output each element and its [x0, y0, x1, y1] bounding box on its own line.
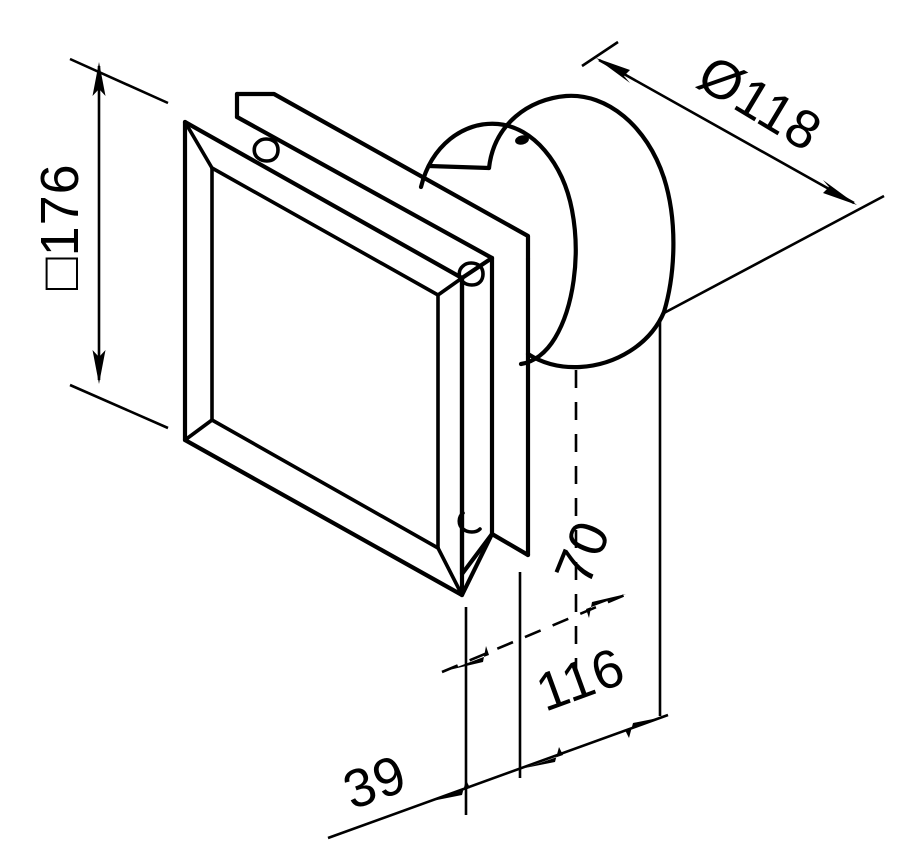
cover-bevel-corner-topleft — [183, 120, 214, 170]
cover-inner-bottom-edge — [210, 418, 440, 550]
fixing-pin-right — [457, 261, 485, 287]
fixing-pin-bottom — [457, 511, 482, 534]
cover-depth-bottom-connector — [459, 531, 495, 598]
arrowhead-39 — [432, 780, 470, 801]
cover-bevel-corner-topright — [436, 276, 464, 297]
duct-rear-top-arc — [486, 93, 667, 181]
arrowhead-118-left — [596, 58, 630, 83]
cover-bevel-corner-bottomleft — [183, 418, 214, 442]
arrowhead-116-right — [625, 717, 663, 738]
extension-line-176-bottom — [69, 383, 169, 430]
arrowhead-118-right — [823, 180, 857, 205]
fixing-pin-top — [252, 137, 280, 163]
back-plate-top-face — [234, 91, 531, 262]
cover-outer-top-edge — [182, 119, 465, 281]
duct-spigot — [418, 93, 676, 370]
back-plate-top-front-edge — [234, 114, 495, 261]
arrowhead-116-left — [525, 747, 563, 768]
cover-inner-top-edge — [210, 166, 440, 297]
front-cover-plate — [182, 119, 495, 598]
arrowhead-176-bottom — [92, 350, 106, 384]
duct-rear-bottom-arc — [525, 309, 667, 370]
cover-bevel-corner-bottomright — [436, 546, 464, 597]
arrowhead-176-top — [92, 62, 106, 96]
dimension-label-70: 70 — [543, 512, 622, 592]
dimension-line-70 — [441, 590, 633, 674]
back-plate-bottom-right — [489, 531, 531, 558]
dimension-line-39-116 — [327, 713, 669, 840]
fixing-pins — [252, 137, 485, 534]
arrowhead-70-right — [586, 594, 626, 618]
dimension-label-176: □176 — [30, 163, 90, 290]
cover-outer-bottom-edge — [182, 437, 465, 598]
arrowhead-70-left — [449, 646, 489, 670]
duct-rear-right-profile — [661, 175, 676, 315]
extension-line-118-right — [663, 194, 885, 315]
duct-top-connector — [426, 163, 492, 171]
dimension-label-118: Ø118 — [688, 44, 832, 163]
dimension-diameter-118: Ø118 — [581, 40, 885, 315]
extension-line-176-top — [69, 57, 169, 105]
cover-depth-top-connector — [459, 255, 495, 281]
dimension-depth-39-116: 116 39 — [327, 636, 669, 840]
extension-tick-118-left — [581, 40, 619, 68]
duct-front-ring-arc — [418, 121, 578, 367]
dimension-square-176: □176 — [30, 57, 169, 430]
dimension-line-118 — [598, 58, 855, 205]
dimension-label-116: 116 — [529, 636, 633, 723]
duct-screw-hole-dot — [515, 135, 529, 145]
